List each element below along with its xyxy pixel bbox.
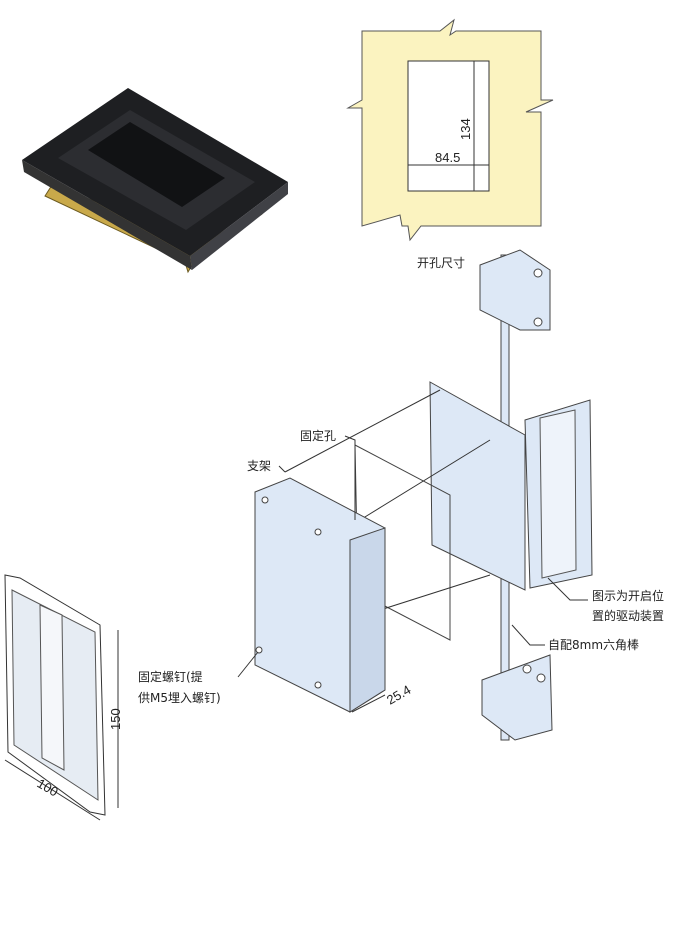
label-mount-hole: 固定孔 (300, 428, 336, 443)
product-photo (22, 88, 288, 274)
cutout-height-dim: 134 (458, 118, 473, 140)
front-view-drawing: 150 100 (4, 574, 123, 821)
depth-dim: 25.4 (384, 682, 413, 708)
label-screw-line1: 固定螺钉(提 (138, 669, 203, 684)
label-hex-rod: 自配8mm六角棒 (548, 638, 639, 652)
cutout-title: 开孔尺寸 (417, 256, 465, 270)
cutout-drawing: 84.5 134 开孔尺寸 (346, 18, 554, 270)
cutout-width-dim: 84.5 (435, 150, 460, 165)
top-bracket (479, 249, 551, 331)
label-bracket: 支架 (247, 459, 271, 473)
label-drive-line2: 置的驱动装置 (592, 608, 664, 623)
exploded-assembly (237, 249, 593, 741)
label-drive-line1: 图示为开启位 (592, 588, 664, 603)
bottom-bracket (481, 654, 553, 741)
front-height-dim: 150 (108, 708, 123, 730)
housing-plate (429, 381, 526, 591)
label-screw-line2: 供M5埋入螺钉) (138, 691, 221, 705)
